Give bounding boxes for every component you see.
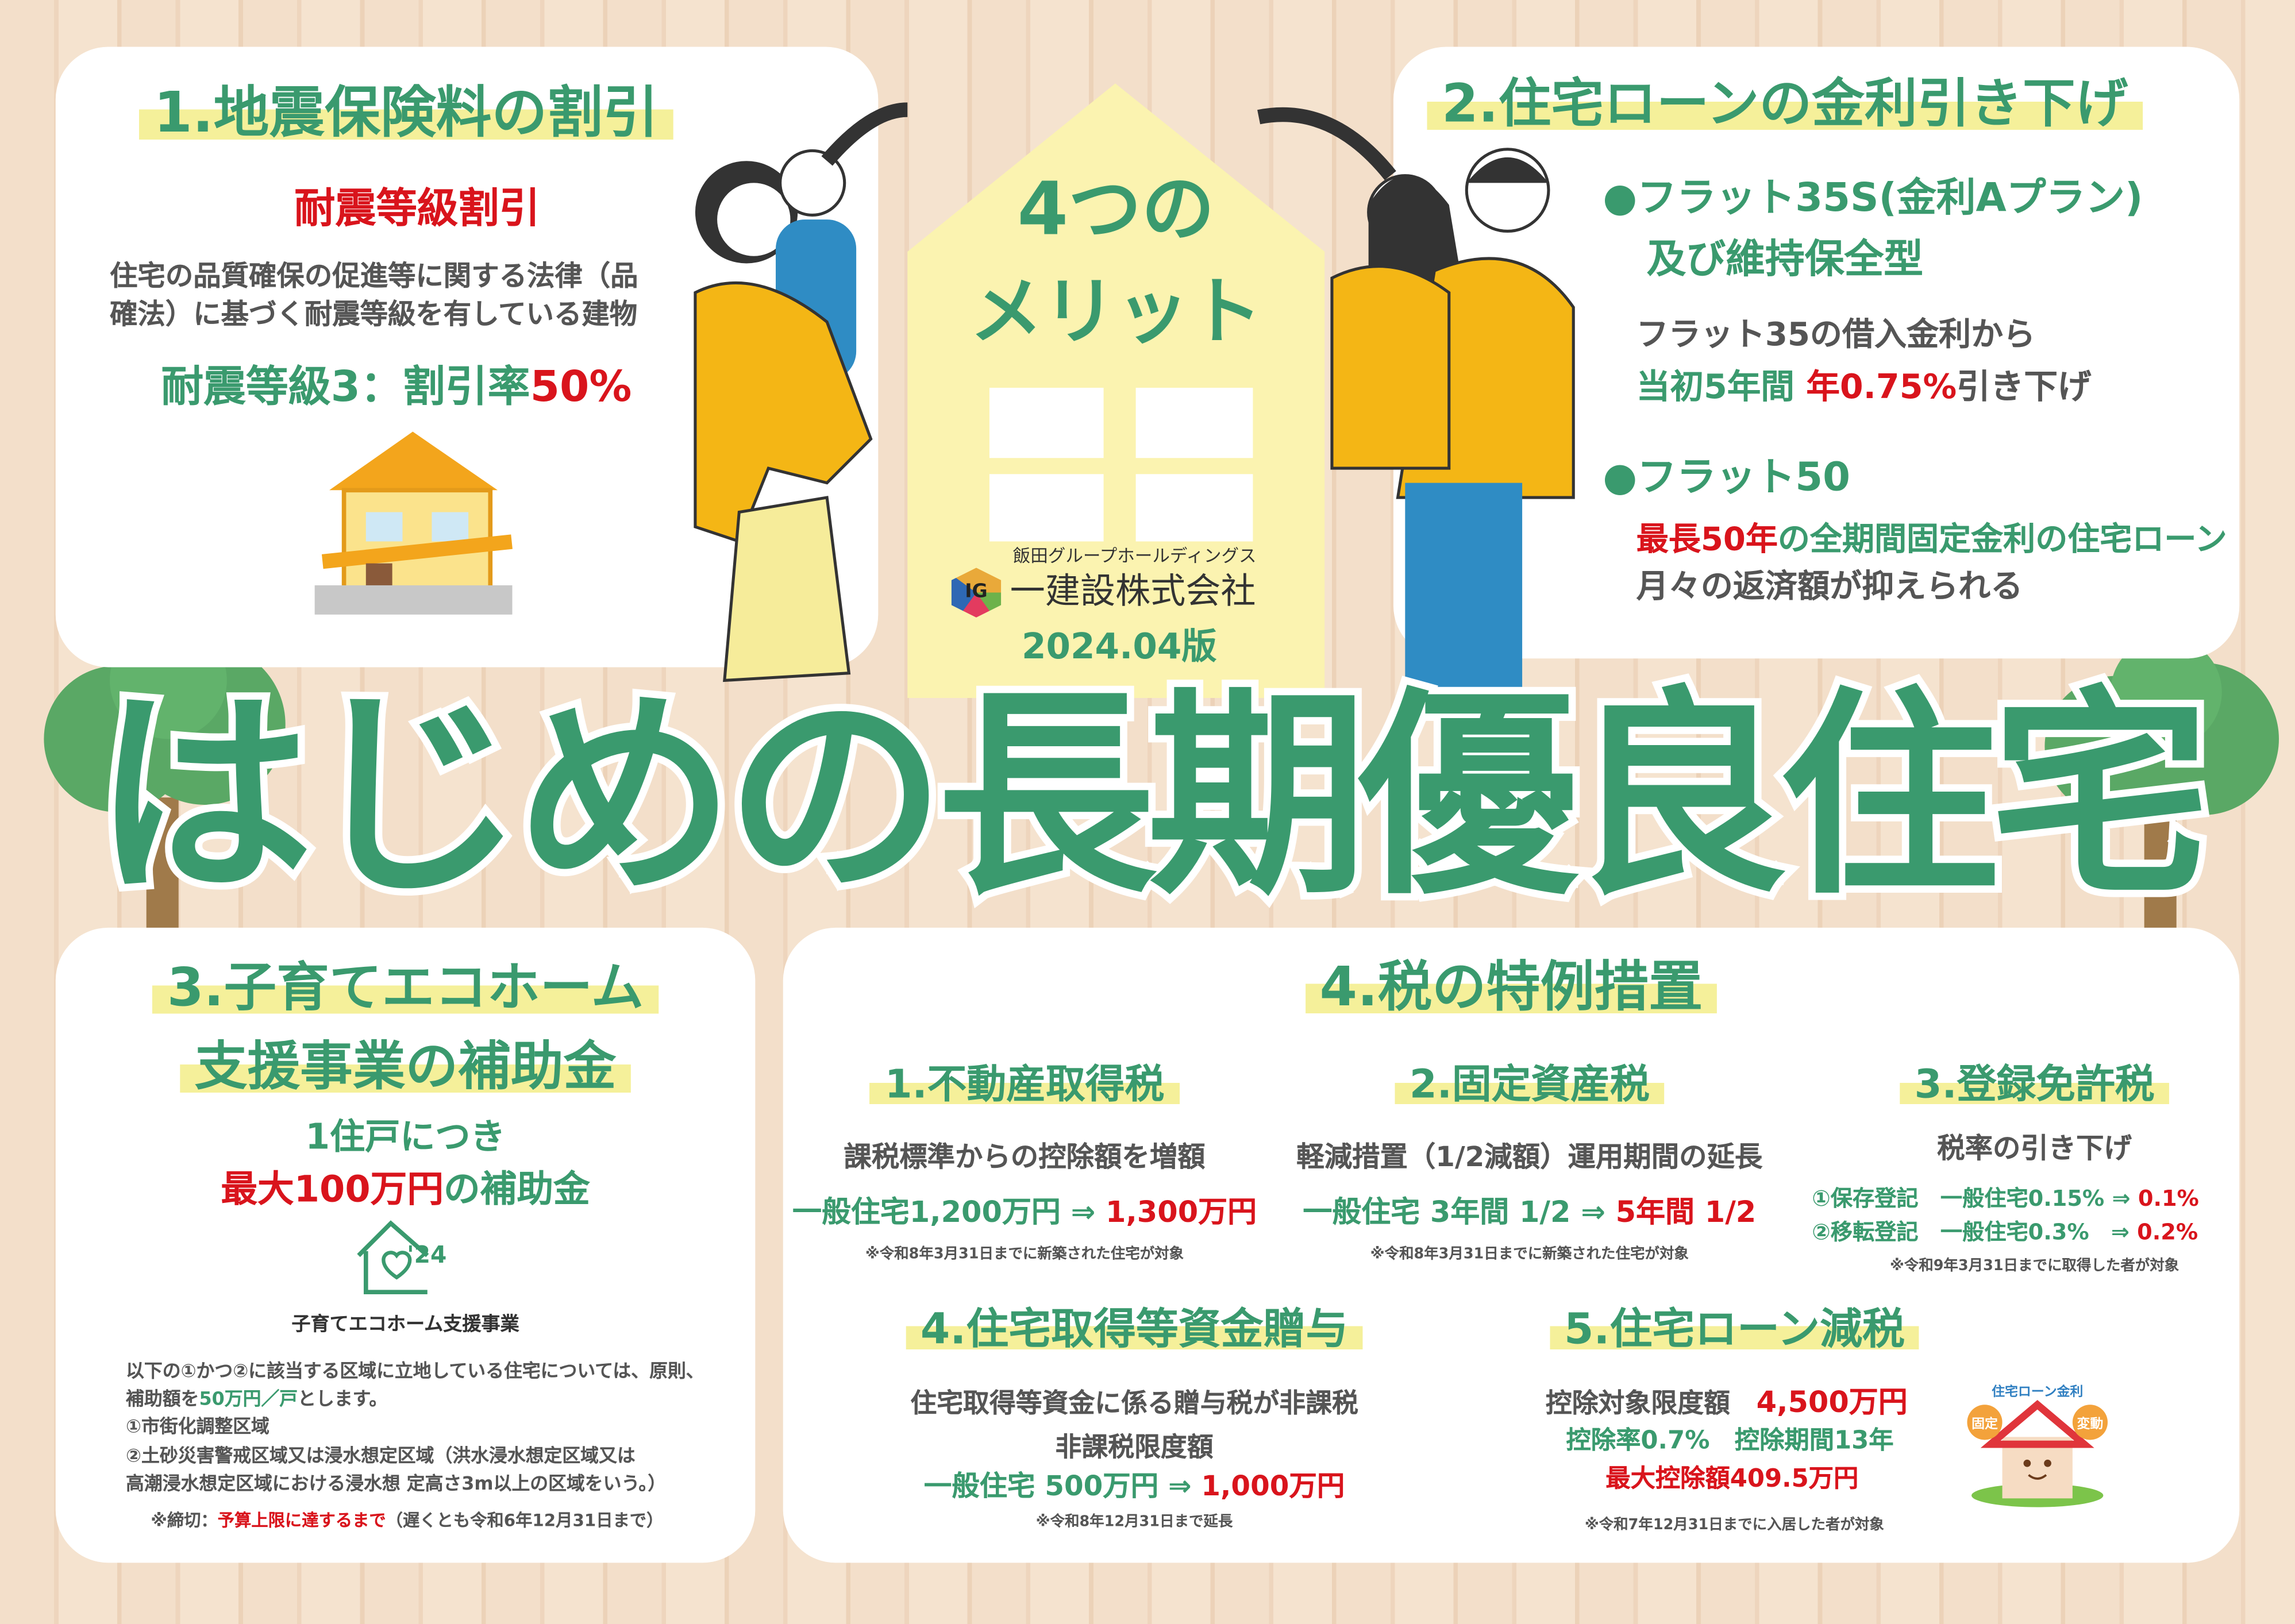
per-unit: 1住戸につき	[305, 1116, 506, 1158]
flat50-desc: の全期間固定金利の住宅ローン	[1777, 522, 2227, 560]
center-heading-1: 4つの	[1017, 167, 1215, 252]
tax3-row1-to: 0.1%	[2138, 1185, 2199, 1212]
merit1-body: 確法）に基づく耐震等級を有している建物	[110, 298, 638, 331]
father-child-illustration	[1257, 107, 1575, 703]
merit4-title: 4.税の特例措置	[1305, 955, 1718, 1019]
eco-home-logo-icon	[357, 1220, 429, 1294]
company-name: 一建設株式会社	[1010, 570, 1256, 612]
tax3-title: 3.登録免許税	[1900, 1062, 2169, 1108]
loan-rate-arc-label: 住宅ローン金利	[1992, 1384, 2083, 1399]
center-heading-2: メリット	[969, 269, 1262, 354]
tree-left-icon	[44, 622, 286, 929]
eco-home-logo-year: '24	[407, 1241, 447, 1269]
merit3-body: 補助額を50万円／戸とします。	[126, 1387, 388, 1409]
tax5-limit-label: 控除対象限度額	[1545, 1388, 1757, 1419]
tax2-title: 2.固定資産税	[1395, 1062, 1665, 1108]
merit1-body: 住宅の品質確保の促進等に関する法律（品	[110, 260, 638, 293]
flat35s-desc: フラット35の借入金利から	[1636, 317, 2036, 354]
tax1-from: 一般住宅1,200万円 ⇒	[792, 1194, 1106, 1229]
tax3-row2-to: 0.2%	[2137, 1218, 2198, 1245]
tax5-note: ※令和7年12月31日までに入居した者が対象	[1584, 1517, 1884, 1534]
merit3-title: 3.子育てエコホーム	[152, 958, 659, 1019]
body-text: とします。	[298, 1387, 388, 1409]
tax3-row2: ②移転登記 一般住宅0.3% ⇒	[1812, 1218, 2138, 1245]
tax1-note: ※令和8年3月31日までに新築された住宅が対象	[865, 1247, 1184, 1263]
merit3-title-2: 支援事業の補助金	[180, 1037, 631, 1098]
tax4-from: 一般住宅 500万円 ⇒	[923, 1470, 1202, 1503]
loan-house-illustration: 固定 変動 住宅ローン金利	[1967, 1384, 2108, 1507]
tax4-note: ※令和8年12月31日まで延長	[1035, 1514, 1233, 1531]
tax2-from: 一般住宅 3年間 1/2 ⇒	[1303, 1194, 1616, 1229]
flat50-term: 最長50年	[1636, 522, 1778, 560]
bag-variable-label: 変動	[2077, 1416, 2103, 1432]
max-subsidy-suffix: の補助金	[444, 1167, 590, 1210]
tree-right-icon	[2044, 637, 2279, 929]
bag-fixed-label: 固定	[1971, 1416, 1998, 1432]
merit1-rate-label: 耐震等級3：割引率	[161, 361, 530, 411]
tax2-desc: 軽減措置（1/2減額）運用期間の延長	[1296, 1141, 1763, 1174]
merit3-body: 以下の①かつ②に該当する区域に立地している住宅については、原則、	[126, 1359, 704, 1382]
merit1-rate-value: 50%	[530, 361, 632, 411]
tax5-max: 最大控除額409.5万円	[1605, 1464, 1859, 1494]
merit3-panel	[55, 927, 756, 1563]
center-house-shape	[907, 83, 1325, 699]
tax3-desc: 税率の引き下げ	[1937, 1132, 2132, 1165]
deadline-note: （遅くとも令和6年12月31日まで）	[386, 1510, 664, 1531]
deadline-value: 予算上限に達するまで	[217, 1510, 386, 1531]
flat35s-period: 当初5年間	[1636, 368, 1795, 407]
merit4-panel	[783, 927, 2240, 1563]
tax2-to: 5年間 1/2	[1615, 1194, 1757, 1229]
company-group: 飯田グループホールディングス	[1012, 546, 1257, 566]
merit1-title: 1.地震保険料の割引	[138, 80, 673, 145]
flat35s-suffix: 引き下げ	[1957, 368, 2092, 407]
tax5-rate: 控除率0.7% 控除期間13年	[1566, 1426, 1894, 1456]
tax3-note: ※令和9年3月31日までに取得した者が対象	[1889, 1258, 2180, 1275]
tax1-to: 1,300万円	[1106, 1194, 1257, 1229]
mother-child-illustration	[694, 102, 908, 682]
max-subsidy: 最大100万円	[221, 1167, 444, 1210]
tax3-row1: ①保存登記 一般住宅0.15% ⇒	[1812, 1185, 2138, 1212]
tax4-title: 4.住宅取得等資金贈与	[906, 1303, 1363, 1354]
deadline-label: ※締切：	[151, 1510, 218, 1531]
tax5-limit-value: 4,500万円	[1756, 1384, 1908, 1419]
eco-home-caption: 子育てエコホーム支援事業	[291, 1314, 519, 1336]
logo-text: IG	[965, 581, 988, 603]
subsidy-50: 50万円／戸	[199, 1387, 298, 1409]
merit3-body: 高潮浸水想定区域における浸水想 定高さ3m以上の区域をいう。）	[126, 1472, 667, 1494]
deadline: ※締切：予算上限に達するまで（遅くとも令和6年12月31日まで）	[151, 1510, 664, 1531]
tax1-title: 1.不動産取得税	[870, 1062, 1179, 1108]
merit3-body: ②土砂災害警戒区域又は浸水想定区域（洪水浸水想定区域又は	[126, 1444, 636, 1467]
tax1-desc: 課税標準からの控除額を増額	[844, 1141, 1206, 1174]
flat50-note: 月々の返済額が抑えられる	[1636, 569, 2023, 606]
flat35s-title-2: 及び維持保全型	[1646, 237, 1924, 283]
flat50-title: ●フラット50	[1603, 455, 1851, 501]
edition: 2024.04版	[1021, 626, 1217, 668]
tax5-title: 5.住宅ローン減税	[1549, 1303, 1920, 1354]
merit1-subtitle: 耐震等級割引	[294, 184, 540, 233]
main-title: はじめの長期優良住宅	[86, 670, 2217, 925]
tax2-note: ※令和8年3月31日までに新築された住宅が対象	[1370, 1247, 1689, 1263]
body-text: 補助額を	[126, 1387, 199, 1409]
merit2-title: 2.住宅ローンの金利引き下げ	[1427, 74, 2143, 135]
flat35s-rate: 年0.75%	[1806, 368, 1957, 407]
merit3-body: ①市街化調整区域	[126, 1415, 269, 1437]
tax4-limit-label: 非課税限度額	[1055, 1432, 1214, 1464]
earthquake-house-icon	[314, 431, 513, 615]
flat35s-title: ●フラット35S(金利Aプラン)	[1603, 175, 2143, 221]
tax4-to: 1,000万円	[1201, 1470, 1345, 1503]
tax4-desc: 住宅取得等資金に係る贈与税が非課税	[910, 1388, 1358, 1419]
